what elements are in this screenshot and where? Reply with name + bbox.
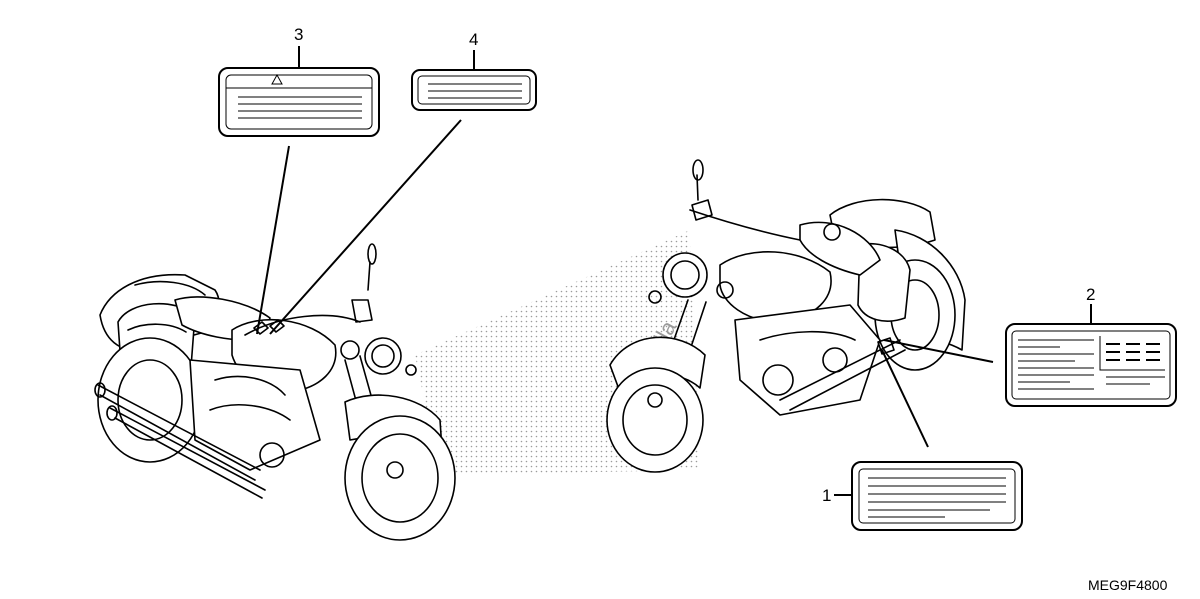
callout-4: 4 (469, 30, 478, 49)
label-2 (1005, 323, 1177, 407)
callout-3: 3 (294, 25, 303, 44)
label-1 (851, 461, 1023, 531)
label-3-warning (218, 67, 380, 137)
label-4 (411, 69, 537, 111)
warning-triangle-icon (271, 73, 283, 85)
leader-lines (256, 46, 1092, 496)
callout-1: 1 (822, 486, 831, 505)
motorcycle-left-view (94, 243, 456, 541)
drawing-code: MEG9F4800 (1088, 577, 1168, 593)
callout-2: 2 (1086, 285, 1095, 304)
